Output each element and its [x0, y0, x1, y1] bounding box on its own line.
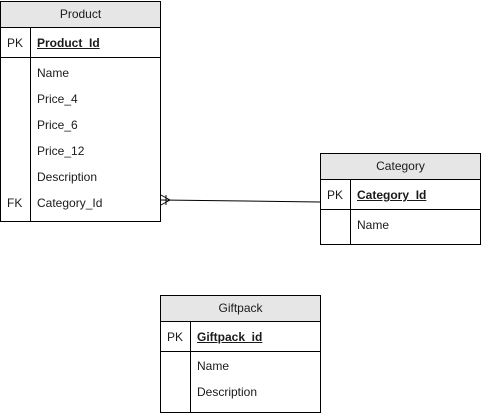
field-name: Name	[357, 218, 390, 232]
field-description: Description	[197, 385, 258, 399]
key-column: PK	[161, 322, 191, 351]
entity-giftpack-title: Giftpack	[161, 296, 320, 322]
entity-giftpack[interactable]: Giftpack PK Giftpack_id Name Description	[160, 295, 321, 413]
relationship-line	[160, 199, 321, 203]
entity-giftpack-pk-row: PK Giftpack_id	[161, 322, 320, 352]
pk-marker: PK	[7, 36, 24, 50]
key-column	[161, 352, 191, 412]
pk-field-category-id: Category_Id	[357, 188, 427, 202]
field-price-6: Price_6	[37, 118, 78, 132]
crow-foot-marker	[160, 194, 171, 206]
pk-field-giftpack-id: Giftpack_id	[197, 330, 263, 344]
entity-category[interactable]: Category PK Category_Id Name	[320, 153, 481, 245]
key-column	[1, 58, 31, 221]
field-price-4: Price_4	[37, 92, 78, 106]
fk-marker: FK	[7, 196, 23, 210]
key-column: PK	[1, 28, 31, 57]
field-category-id: Category_Id	[37, 196, 103, 210]
key-column: PK	[321, 180, 351, 209]
entity-category-attributes: Name	[321, 210, 480, 244]
entity-giftpack-attributes: Name Description	[161, 352, 320, 412]
entity-category-title: Category	[321, 154, 480, 180]
entity-product[interactable]: Product PK Product_Id Name Price_4 Price…	[0, 1, 161, 222]
field-name: Name	[37, 66, 70, 80]
pk-field-product-id: Product_Id	[37, 36, 100, 50]
field-price-12: Price_12	[37, 144, 85, 158]
entity-product-title: Product	[1, 2, 160, 28]
field-description: Description	[37, 170, 98, 184]
key-column	[321, 210, 351, 244]
entity-product-pk-row: PK Product_Id	[1, 28, 160, 58]
pk-marker: PK	[327, 188, 344, 202]
field-name: Name	[197, 359, 230, 373]
entity-category-pk-row: PK Category_Id	[321, 180, 480, 210]
entity-product-attributes: Name Price_4 Price_6 Price_12 Descriptio…	[1, 58, 160, 221]
pk-marker: PK	[167, 330, 184, 344]
